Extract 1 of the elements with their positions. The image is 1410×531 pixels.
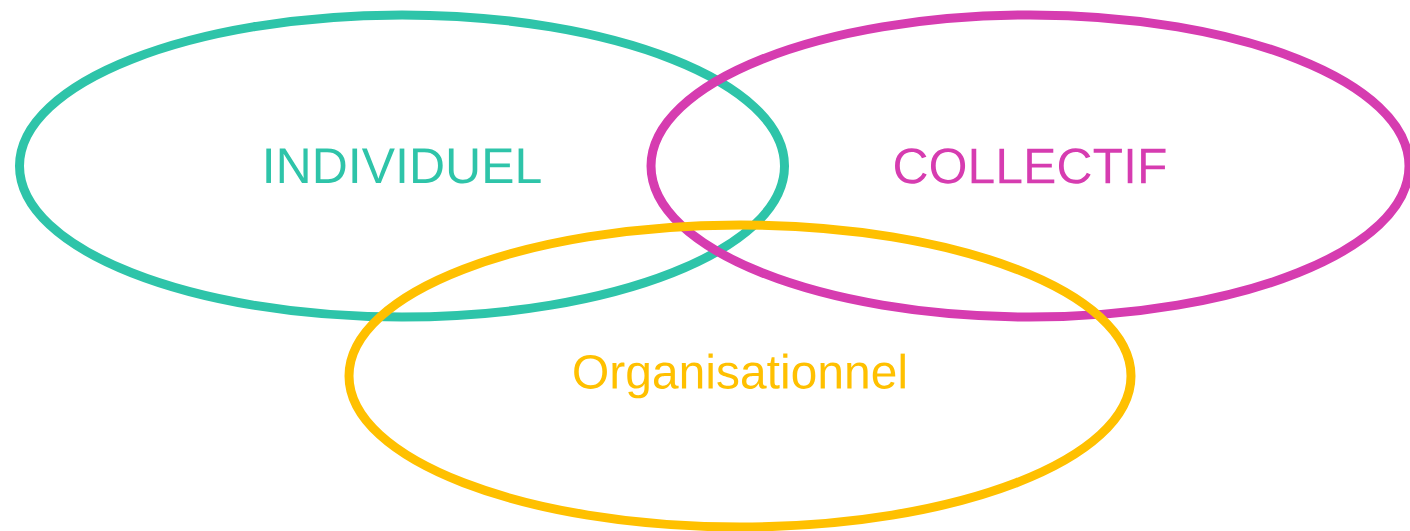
ellipse-node: INDIVIDUEL (15, 10, 789, 322)
